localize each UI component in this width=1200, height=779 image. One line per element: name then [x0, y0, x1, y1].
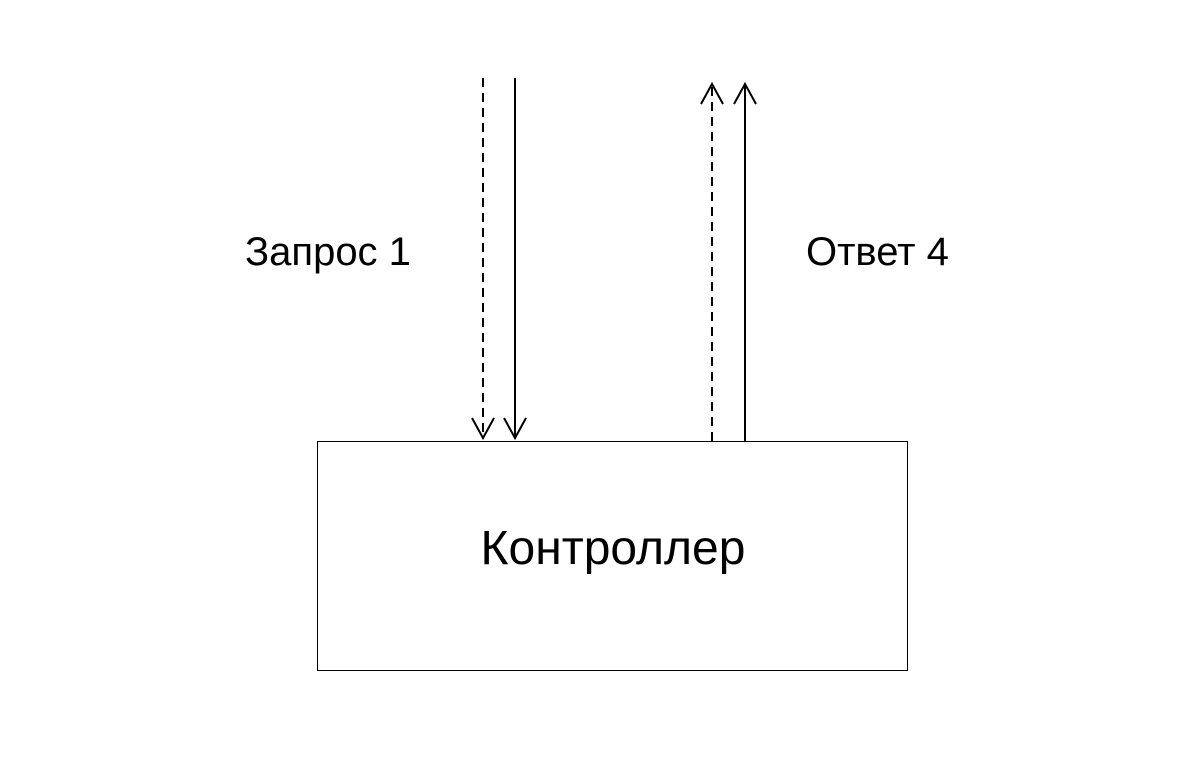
- response-label: Ответ 4: [806, 230, 949, 274]
- request-arrow-dashed-head: [471, 417, 495, 441]
- response-arrow-dashed-head: [700, 81, 724, 105]
- request-label: Запрос 1: [245, 230, 411, 274]
- response-arrows: [700, 81, 757, 441]
- request-arrow-solid-head: [503, 417, 527, 441]
- controller-label: Контроллер: [480, 522, 746, 575]
- request-arrows: [471, 78, 527, 441]
- controller-box: [317, 441, 908, 671]
- response-arrow-solid-head: [733, 81, 757, 105]
